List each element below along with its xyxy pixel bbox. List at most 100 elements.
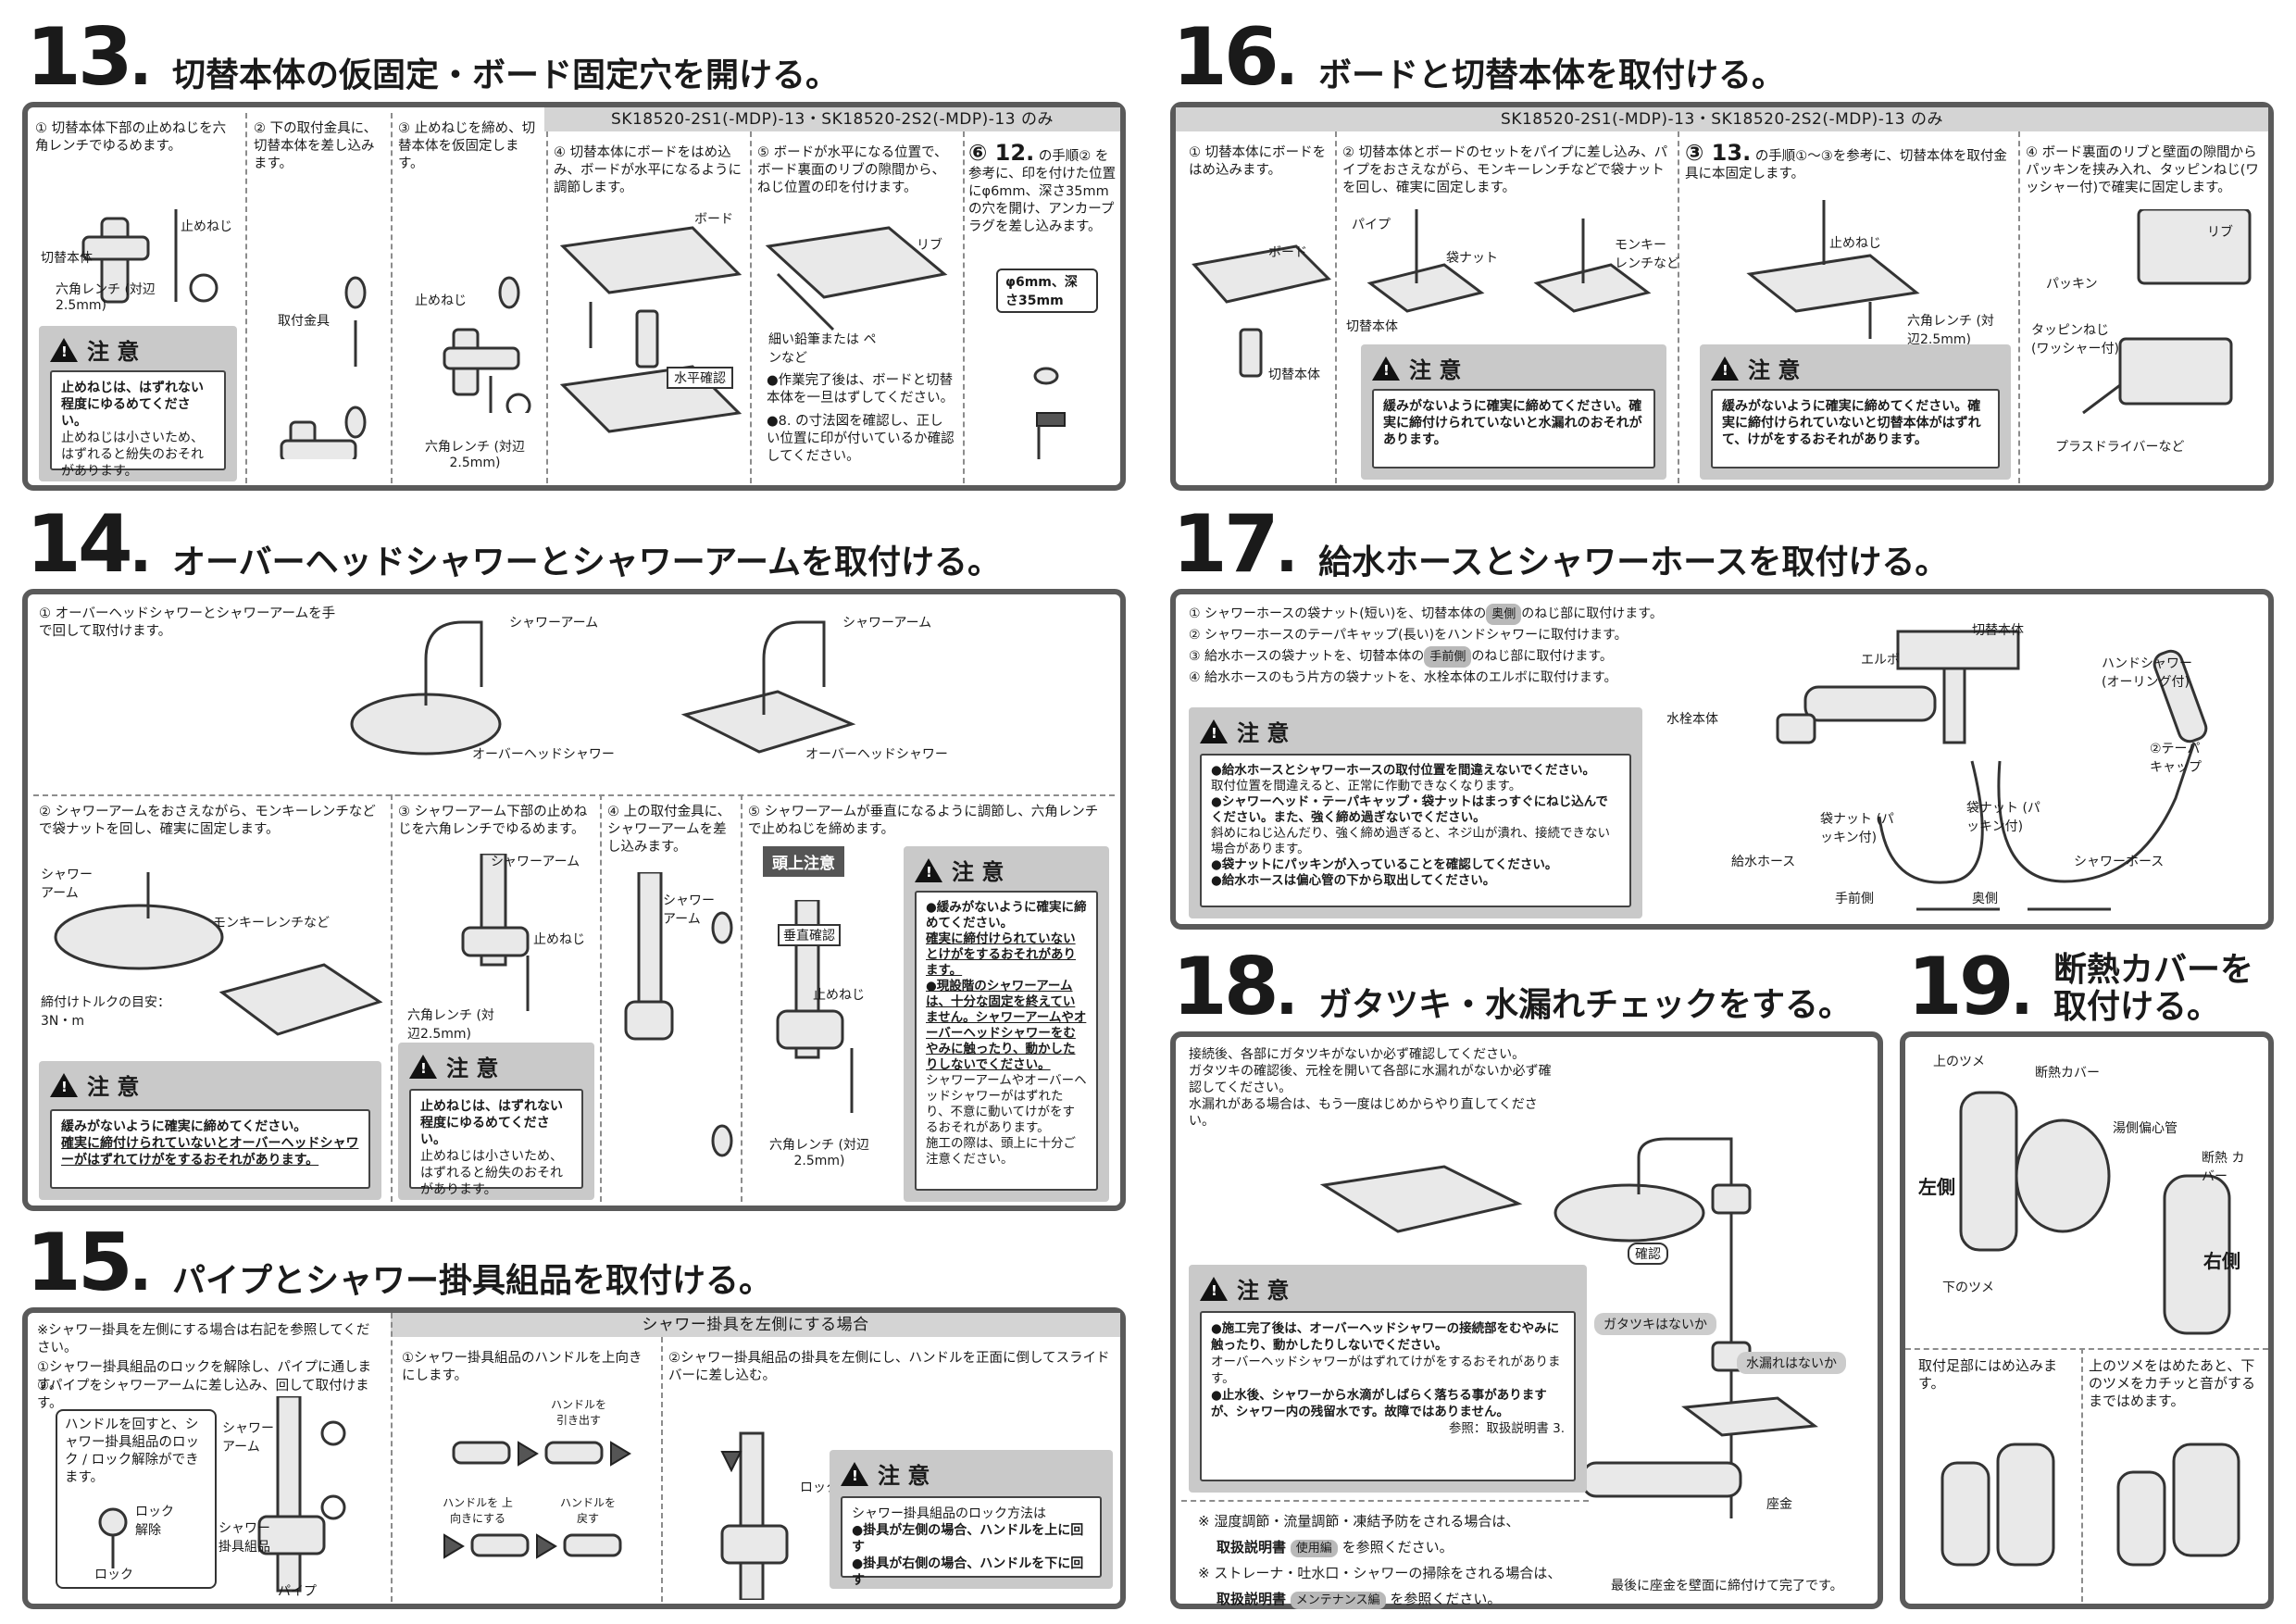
s18-illustration: [1319, 1137, 1818, 1518]
s15-step1: ①シャワー掛具組品のロックを解除し、パイプに通します。: [37, 1360, 371, 1393]
s14-overhead-caution-tag: 頭上注意: [763, 846, 844, 877]
s19-step2: 上のツメをはめたあと、下のツメをカチッと音がするまではめます。: [2089, 1357, 2256, 1409]
s15-label-arm: シャワー アーム: [222, 1421, 274, 1455]
s14-step4-text: ④ 上の取付金具に、シャワーアームを差し込みます。: [607, 805, 731, 855]
s14-step5-text: ⑤ シャワーアームが垂直になるように調節し、六角レンチで止めねじを締めます。: [748, 805, 1099, 837]
warning-icon: [50, 337, 78, 362]
s13-label-stopscrew: 止めねじ: [181, 219, 232, 234]
warning-icon: [1372, 356, 1400, 381]
s14-step1-illustration-a: [350, 620, 502, 756]
s13-step5-illustration: [765, 226, 948, 331]
s14-label-overhead-b: オーバーヘッドシャワー: [805, 747, 948, 762]
section-14-number: 14.: [26, 498, 152, 591]
s16-step3-caution: 注 意 緩みがないように確実に締めてください。確実に締付けられていないと切替本体…: [1700, 344, 2011, 480]
section-13-heading: 13. 切替本体の仮固定・ボード固定穴を開ける。: [26, 11, 840, 104]
s13-step1-text: ① 切替本体下部の止めねじを六角レンチでゆるめます。: [35, 121, 227, 154]
s13-step2-text: ② 下の取付金具に、切替本体を差し込みます。: [254, 121, 378, 171]
s16-step4-illustration: [2082, 209, 2252, 415]
s13-label-wrench: 六角レンチ (対辺2.5mm): [56, 282, 156, 313]
s14-step2-text: ② シャワーアームをおさえながら、モンキーレンチなどで袋ナットを回し、確実に固定…: [39, 805, 376, 837]
s16-step1-illustration: [1192, 244, 1331, 378]
s16-step2-caution: 注 意 緩みがないように確実に締めてください。確実に締付けられていないと水漏れの…: [1361, 344, 1666, 480]
s14-step2-illustration: [54, 872, 383, 1036]
s14-label-stopscrew-3: 止めねじ: [533, 932, 585, 947]
s14-label-monkey: モンキーレンチなど: [213, 916, 330, 931]
section-19-panel: 上のツメ 断熱カバー 湯側偏心管 断熱 カバー 左側 右側 下のツメ 取付足部に…: [1900, 1031, 2274, 1609]
s13-label-stopscrew2: 止めねじ: [415, 294, 467, 308]
s13-step3-illustration: [443, 276, 531, 413]
s15-inset-handle-icon: [98, 1507, 128, 1568]
s14-label-arm-b: シャワーアーム: [842, 616, 932, 631]
s14-label-arm-a: シャワーアーム: [509, 616, 599, 631]
s15-left-step1-illustration: [443, 1441, 631, 1559]
section-14-panel: ① オーバーヘッドシャワーとシャワーアームを手で回して取付けます。 シャワーアー…: [22, 589, 1126, 1211]
s18-caution: 注 意 ●施工完了後は、オーバーヘッドシャワーの接続部をむやみに触ったり、動かし…: [1189, 1265, 1587, 1493]
s15-intro: ※シャワー掛具を左側にする場合は右記を参照してください。: [37, 1323, 370, 1355]
s13-step4-text: ④ 切替本体にボードをはめ込み、ボードが水平になるように調節します。: [554, 145, 742, 195]
warning-icon: [1711, 356, 1739, 381]
s16-step3-text: ③ 13. の手順①～③を参考に、切替本体を取付金具に本固定します。: [1685, 140, 2007, 181]
section-16-number: 16.: [1172, 11, 1298, 104]
s15-left-step2: ②シャワー掛具組品の掛具を左側にし、ハンドルを正面に倒してスライドバーに差し込む…: [668, 1351, 1110, 1383]
s17-caution: 注 意 ●給水ホースとシャワーホースの取付位置を間違えないでください。取付位置を…: [1189, 707, 1642, 918]
s13-step6-illustration: [1033, 367, 1066, 459]
s13-drill-callout: φ6mm、深さ35mm: [996, 269, 1098, 313]
section-15-heading: 15. パイプとシャワー掛具組品を取付ける。: [26, 1223, 773, 1307]
warning-icon: [1200, 718, 1228, 743]
s13-label-pencil: 細い鉛筆または ペンなど: [768, 332, 877, 366]
section-19-heading: 19. 断熱カバーを 取付ける。: [1907, 941, 2276, 1033]
model-band: SK18520-2S1(-MDP)-13・SK18520-2S2(-MDP)-1…: [544, 107, 1120, 131]
s13-label-bracket: 取付金具: [278, 314, 330, 329]
section-17-number: 17.: [1172, 498, 1298, 591]
s15-left-step2-illustration: [720, 1431, 789, 1600]
section-17-panel: ① シャワーホースの袋ナット(短い)を、切替本体の奥側のねじ部に取付けます。 ②…: [1170, 589, 2274, 930]
s13-step4-illustration: [559, 226, 742, 433]
s17-illustration: [1776, 630, 2208, 911]
s13-label-body: 切替本体: [41, 251, 93, 266]
s13-label-rib: リブ: [917, 238, 942, 253]
s15-inset: ハンドルを回すと、シャワー掛具組品のロック / ロック解除ができます。 ロック …: [56, 1409, 217, 1589]
section-18-panel: 接続後、各部にガタツキがないか必ず確認してください。ガタツキの確認後、元栓を開い…: [1170, 1031, 1883, 1609]
s15-step2: ②パイプをシャワーアームに差し込み、回して取付けます。: [37, 1379, 369, 1411]
warning-icon: [409, 1054, 437, 1079]
section-14-heading: 14. オーバーヘッドシャワーとシャワーアームを取付ける。: [26, 498, 1001, 591]
s16-step3-illustration: [1746, 200, 1920, 339]
section-18-title: ガタツキ・水漏れチェックをする。: [1318, 986, 1853, 1024]
s14-step3-caution: 注 意 止めねじは、はずれない程度にゆるめてください。止めねじは小さいため、はず…: [398, 1043, 594, 1200]
s15-left-band: シャワー掛具を左側にする場合: [391, 1313, 1120, 1337]
warning-icon: [1200, 1276, 1228, 1301]
s17-steps: ① シャワーホースの袋ナット(短い)を、切替本体の奥側のねじ部に取付けます。 ②…: [1189, 604, 1707, 689]
s16-step1-text: ① 切替本体にボードをはめ込みます。: [1189, 145, 1327, 178]
s19-illustration-step1: [1940, 1443, 2055, 1567]
s14-label-arm-3: シャワーアーム: [491, 855, 580, 869]
warning-icon: [915, 857, 942, 882]
section-15-panel: シャワー掛具を左側にする場合 ※シャワー掛具を左側にする場合は右記を参照してくだ…: [22, 1307, 1126, 1609]
s13-step5-note1: ●作業完了後は、ボードと切替本体を一旦はずしてください。: [767, 373, 955, 406]
s16-model-band: SK18520-2S1(-MDP)-13・SK18520-2S2(-MDP)-1…: [1176, 107, 2268, 131]
s14-step3-illustration: [461, 854, 530, 1011]
section-18-number: 18.: [1172, 941, 1298, 1033]
s14-step4-illustration: [624, 872, 733, 1157]
s19-illustration-top: [1959, 1091, 2231, 1335]
section-19-title: 断熱カバーを 取付ける。: [2053, 951, 2254, 1026]
s15-label-holder: シャワー 掛具組品: [218, 1521, 270, 1555]
s15-caution: 注 意 シャワー掛具組品のロック方法は●掛具が左側の場合、ハンドルを上に回す●掛…: [830, 1450, 1113, 1589]
s13-step6-text: ⑥ 12. の手順② を参考に、印を付けた位置にφ6mm、深さ35mmの穴を開け…: [968, 140, 1117, 234]
s13-step2-illustration: [280, 276, 367, 459]
section-13-title: 切替本体の仮固定・ボード固定穴を開ける。: [172, 56, 840, 94]
s16-step4-text: ④ ボード裏面のリブと壁面の隙間からパッキンを挟み入れ、タッピンねじ(ワッシャー…: [2026, 145, 2259, 195]
s14-label-wrench-3: 六角レンチ (対辺2.5mm): [407, 1008, 494, 1042]
section-17-title: 給水ホースとシャワーホースを取付ける。: [1318, 543, 1949, 581]
s18-intro: 接続後、各部にガタツキがないか必ず確認してください。ガタツキの確認後、元栓を開い…: [1189, 1047, 1552, 1129]
s14-label-arm-4: シャワー アーム: [663, 893, 715, 927]
s13-label-board: ボード: [694, 212, 733, 227]
s16-step2-text: ② 切替本体とボードのセットをパイプに差し込み、パイプをおさえながら、モンキーレ…: [1342, 145, 1668, 195]
section-19-number: 19.: [1907, 941, 2033, 1033]
s14-step1-illustration-b: [680, 620, 856, 754]
section-16-heading: 16. ボードと切替本体を取付ける。: [1172, 11, 1785, 104]
s13-step5-note2: ●8. の寸法図を確認し、正しい位置に印が付いているか確認してください。: [767, 414, 955, 464]
s15-label-pipe: パイプ: [278, 1584, 317, 1599]
section-15-title: パイプとシャワー掛具組品を取付ける。: [172, 1262, 773, 1300]
s14-label-torque: 締付けトルクの目安：3N・m: [41, 995, 170, 1029]
section-13-number: 13.: [26, 11, 152, 104]
